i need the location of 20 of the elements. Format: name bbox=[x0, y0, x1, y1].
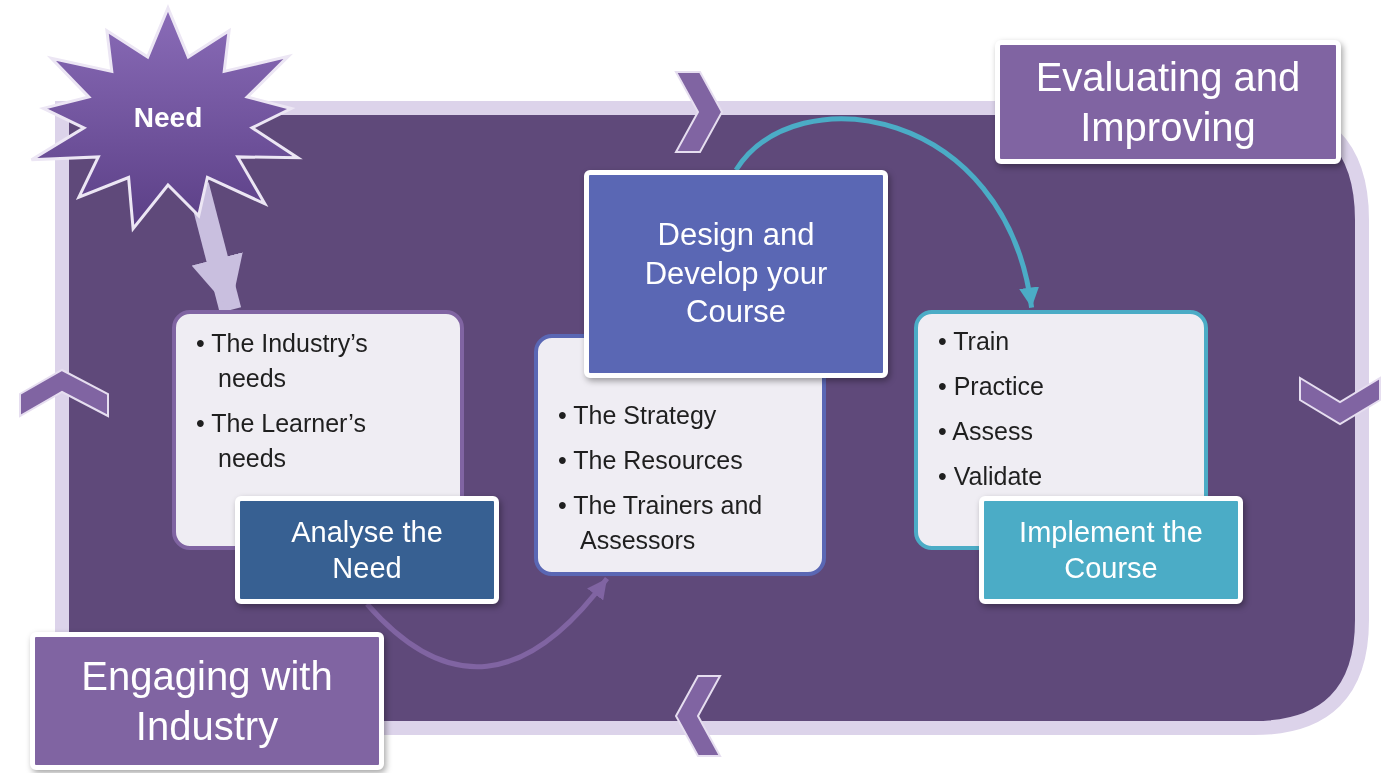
bullet-item: • Validate bbox=[938, 461, 1044, 492]
stage-box bbox=[979, 496, 1243, 604]
bullet-item: • Train bbox=[938, 326, 1011, 357]
bullet-item: • Practice bbox=[938, 371, 1045, 402]
bullet-item: • The Resources bbox=[558, 445, 744, 476]
box-title: Analyse the Need bbox=[290, 514, 444, 586]
box-title: Implement the Course bbox=[1018, 514, 1204, 586]
bullet-item: • Assess bbox=[938, 416, 1034, 447]
bullet-item: • The Trainers and Assessors bbox=[558, 490, 764, 556]
bullet-item: • The Industry’s needs bbox=[196, 328, 369, 394]
box-title: Engaging with Industry bbox=[80, 653, 334, 750]
arrow bbox=[734, 116, 1038, 309]
stage-box bbox=[584, 170, 888, 378]
bullet-item: • The Strategy bbox=[558, 400, 718, 431]
bullet-item: • The Learner’s needs bbox=[196, 408, 367, 474]
box-title: Evaluating and Improving bbox=[1034, 54, 1302, 151]
box-title: Design and Develop your Course bbox=[643, 215, 829, 332]
stage-box bbox=[235, 496, 499, 604]
arrow bbox=[365, 576, 609, 669]
node-label: Need bbox=[133, 102, 203, 134]
